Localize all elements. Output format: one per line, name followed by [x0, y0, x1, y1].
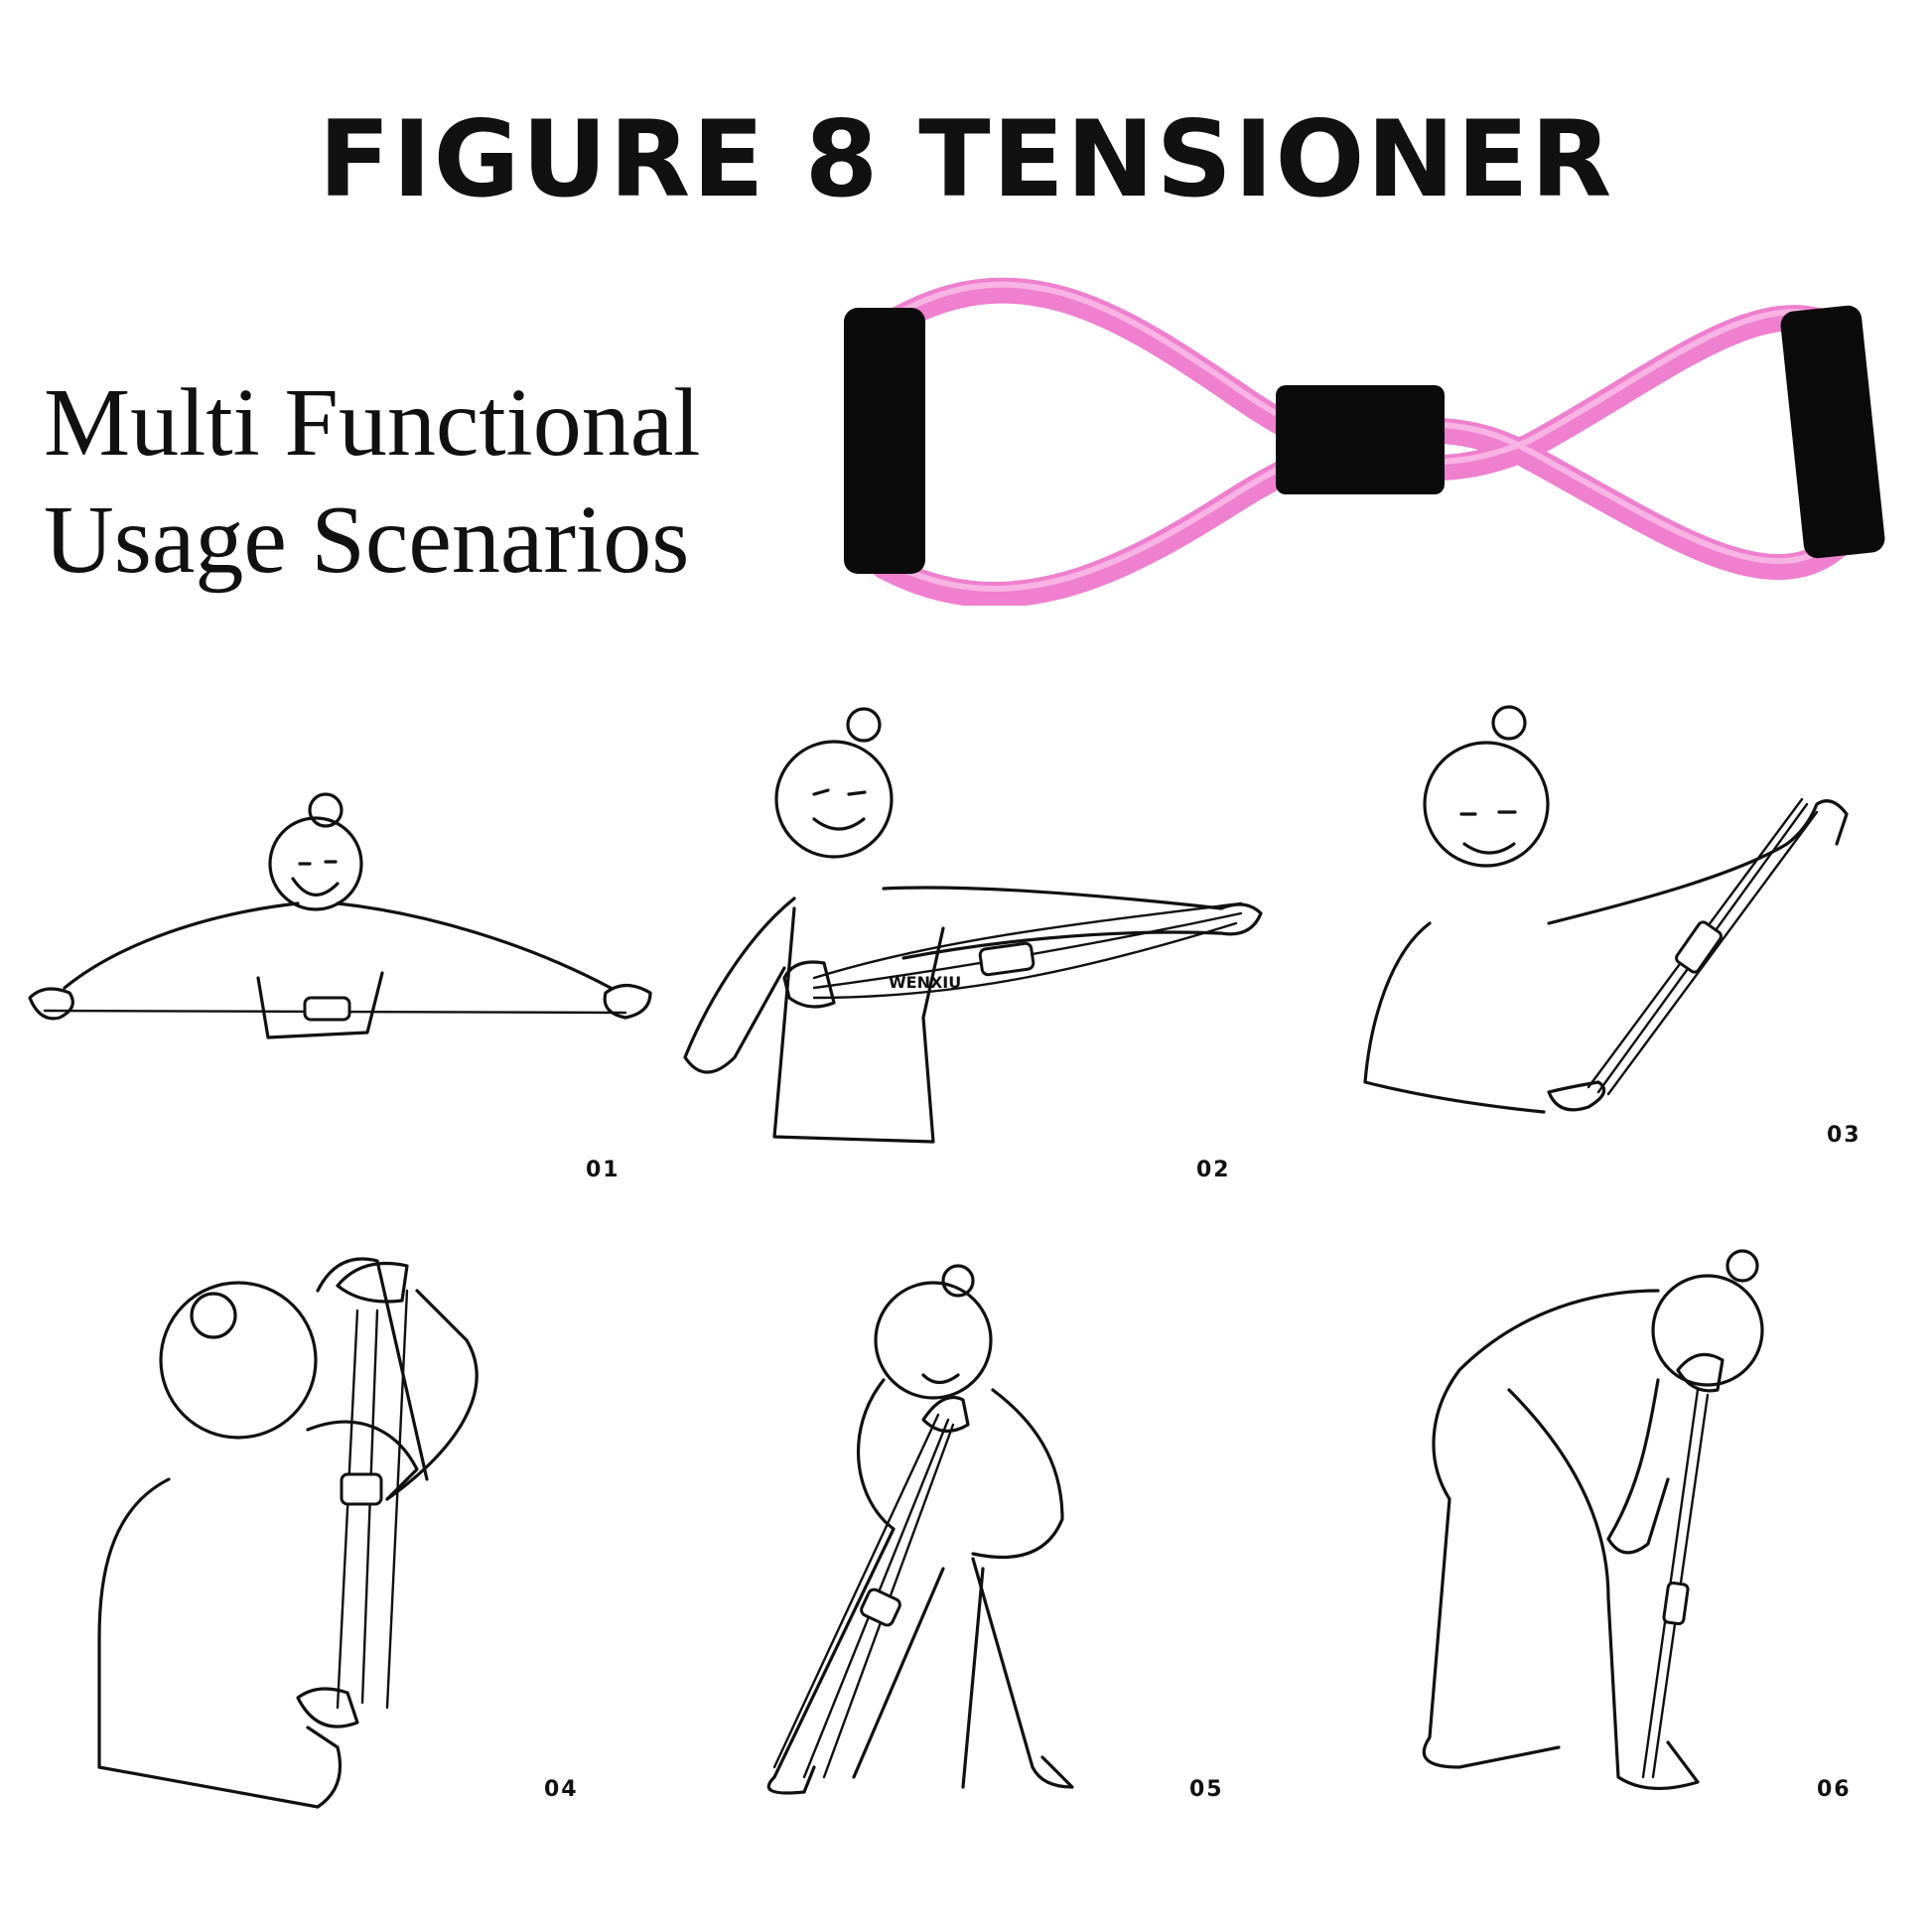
scenario-04-illustration	[97, 1257, 479, 1809]
scenario-02-number: 02	[1196, 1158, 1231, 1182]
scenario-06-number: 06	[1817, 1777, 1852, 1802]
scenario-04-number: 04	[544, 1777, 579, 1802]
scenario-01-number: 01	[586, 1158, 621, 1182]
scenario-01-illustration	[28, 792, 652, 1039]
page-title: FIGURE 8 TENSIONER	[318, 98, 1614, 220]
scenario-06-illustration	[1422, 1249, 1764, 1790]
scenario-02-band-text: WENXIU	[889, 973, 961, 992]
scenario-03-number: 03	[1827, 1123, 1862, 1148]
left-grip	[844, 308, 925, 574]
scenario-05-illustration	[766, 1264, 1074, 1795]
scenario-03-illustration	[1363, 705, 1849, 1114]
center-grip	[1276, 385, 1445, 494]
right-grip	[1780, 305, 1885, 559]
subtitle: Multi Functional Usage Scenarios	[44, 365, 838, 599]
figure-8-band-icon	[844, 277, 1885, 606]
subtitle-line-1: Multi Functional	[44, 369, 701, 477]
scenario-05-number: 05	[1189, 1777, 1224, 1802]
subtitle-line-2: Usage Scenarios	[44, 485, 690, 594]
scenario-02-illustration: WENXIU	[683, 707, 1263, 1144]
